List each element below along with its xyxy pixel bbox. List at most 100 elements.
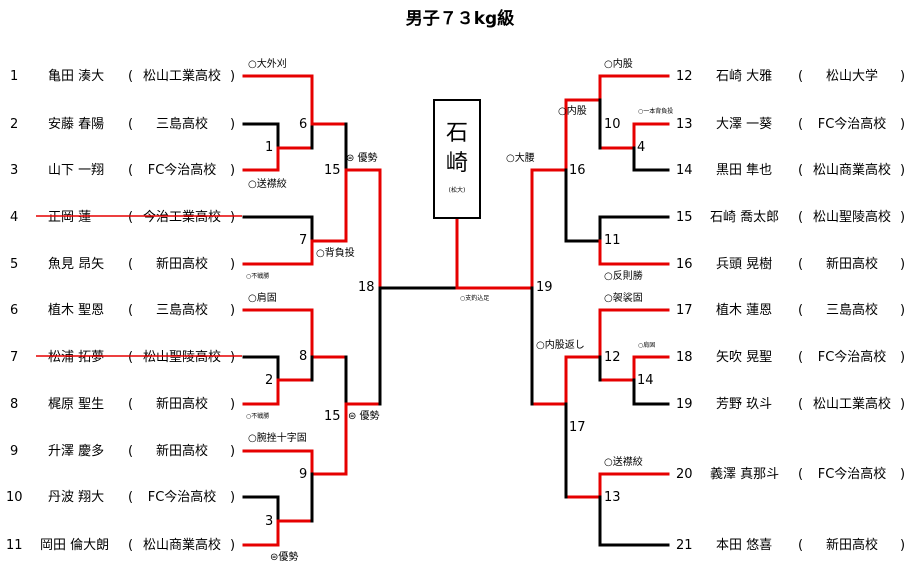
- technique-label: ○腕挫十字固: [248, 431, 307, 444]
- bracket-line: [242, 215, 314, 243]
- paren-close: ): [230, 257, 235, 272]
- paren-open: (: [128, 117, 133, 132]
- entry-number: 6: [10, 303, 18, 318]
- paren-open: (: [128, 210, 133, 225]
- technique-label: ⊜優勢: [270, 550, 298, 563]
- technique-label: ○内股: [604, 57, 633, 70]
- champion-school: (松大): [449, 186, 466, 194]
- paren-open: (: [798, 397, 803, 412]
- paren-open: (: [128, 490, 133, 505]
- paren-open: (: [128, 350, 133, 365]
- match-number: 7: [299, 233, 307, 248]
- entry-row: 10 丹波 翔大 ( FC今治高校 ): [6, 489, 235, 505]
- entry-school: 松山商業高校: [813, 162, 891, 178]
- left-entries: 1 亀田 湊大 ( 松山工業高校 ) 2 安藤 春陽 ( 三島高校 ) 3 山下…: [6, 68, 242, 553]
- match-number: 18: [358, 280, 375, 295]
- paren-open: (: [798, 538, 803, 553]
- bracket-line: [344, 168, 382, 243]
- entry-row: 21 本田 悠喜 ( 新田高校 ): [676, 537, 905, 553]
- match-number: 6: [299, 117, 307, 132]
- champion-name-line1: 石: [446, 121, 468, 146]
- entry-row: 13 大澤 一葵 ( FC今治高校 ): [676, 116, 905, 132]
- entry-number: 9: [10, 444, 18, 459]
- entry-school: 松山工業高校: [813, 396, 891, 412]
- paren-open: (: [128, 397, 133, 412]
- entry-school: 新田高校: [156, 396, 208, 412]
- entry-name: 植木 蓮恩: [716, 303, 772, 318]
- bracket-line: [242, 495, 280, 523]
- entry-name: 矢吹 晃聖: [716, 350, 772, 365]
- bracket-line: [598, 355, 670, 382]
- match-number: 15: [324, 163, 341, 178]
- champion-name-line2: 崎: [446, 151, 468, 176]
- technique-label: ○大腰: [506, 151, 535, 164]
- entry-school: 新田高校: [156, 256, 208, 272]
- bracket-line: [632, 378, 670, 406]
- technique-label: ○反則勝: [604, 269, 643, 282]
- entry-name: 山下 一翔: [48, 163, 104, 178]
- bracket-line: [632, 146, 670, 172]
- paren-open: (: [798, 69, 803, 84]
- entry-school: 松山工業高校: [143, 68, 221, 84]
- paren-open: (: [798, 303, 803, 318]
- entry-number: 19: [676, 397, 693, 412]
- bracket-line: [564, 308, 670, 359]
- entry-name: 安藤 春陽: [48, 117, 104, 132]
- entry-row: 7 松浦 拓夢 ( 松山聖陵高校 ): [10, 349, 242, 365]
- entry-number: 18: [676, 350, 693, 365]
- entry-number: 21: [676, 538, 693, 553]
- paren-close: ): [230, 163, 235, 178]
- entry-number: 8: [10, 397, 18, 412]
- paren-open: (: [128, 257, 133, 272]
- entry-number: 3: [10, 163, 18, 178]
- entry-row: 17 植木 蓮恩 ( 三島高校 ): [676, 302, 905, 318]
- entry-school: 松山大学: [826, 68, 878, 84]
- entry-school: 新田高校: [156, 443, 208, 459]
- paren-close: ): [900, 163, 905, 178]
- entry-name: 石崎 大雅: [716, 69, 772, 84]
- bracket-line: [598, 239, 670, 266]
- paren-close: ): [230, 538, 235, 553]
- bracket-line: [242, 122, 280, 150]
- match-number: 19: [536, 280, 553, 295]
- paren-close: ): [230, 117, 235, 132]
- entry-row: 4 正岡 蓮 ( 今治工業高校 ): [10, 209, 242, 225]
- entry-name: 正岡 蓮: [48, 210, 91, 225]
- bracket-lines-left: [242, 74, 459, 547]
- technique-label: ○大外刈: [248, 57, 287, 70]
- entry-row: 6 植木 聖恩 ( 三島高校 ): [10, 302, 235, 318]
- paren-open: (: [798, 117, 803, 132]
- entry-school: 新田高校: [826, 537, 878, 553]
- paren-close: ): [900, 117, 905, 132]
- match-number: 12: [604, 350, 621, 365]
- entry-row: 5 魚見 昂矢 ( 新田高校 ): [10, 256, 235, 272]
- entry-name: 升澤 慶多: [48, 443, 104, 459]
- technique-label: ○不戦勝: [246, 272, 269, 280]
- entry-school: 三島高校: [156, 116, 208, 132]
- entry-row: 14 黒田 隼也 ( 松山商業高校 ): [676, 162, 905, 178]
- entry-name: 植木 聖恩: [48, 303, 104, 318]
- entry-school: FC今治高校: [818, 116, 887, 132]
- paren-open: (: [128, 538, 133, 553]
- entry-name: 兵頭 晃樹: [716, 257, 772, 272]
- entry-school: 松山商業高校: [143, 537, 221, 553]
- entry-school: 三島高校: [156, 302, 208, 318]
- entry-school: FC今治高校: [148, 162, 217, 178]
- entry-name: 芳野 玖斗: [716, 396, 772, 412]
- technique-label: ○肩固: [248, 291, 277, 304]
- paren-close: ): [900, 210, 905, 225]
- entry-name: 大澤 一葵: [716, 117, 772, 132]
- technique-label: ○内股返し: [536, 338, 585, 351]
- technique-label: ○送襟絞: [248, 177, 287, 190]
- entry-number: 4: [10, 210, 18, 225]
- technique-label: ○袈裟固: [604, 291, 643, 304]
- entry-number: 20: [676, 467, 693, 482]
- entry-name: 石崎 喬太郎: [710, 209, 779, 225]
- paren-open: (: [128, 163, 133, 178]
- paren-open: (: [798, 163, 803, 178]
- paren-open: (: [128, 444, 133, 459]
- match-number: 10: [604, 117, 621, 132]
- match-number: 3: [265, 514, 273, 529]
- entry-row: 20 義澤 真那斗 ( FC今治高校 ): [676, 466, 905, 482]
